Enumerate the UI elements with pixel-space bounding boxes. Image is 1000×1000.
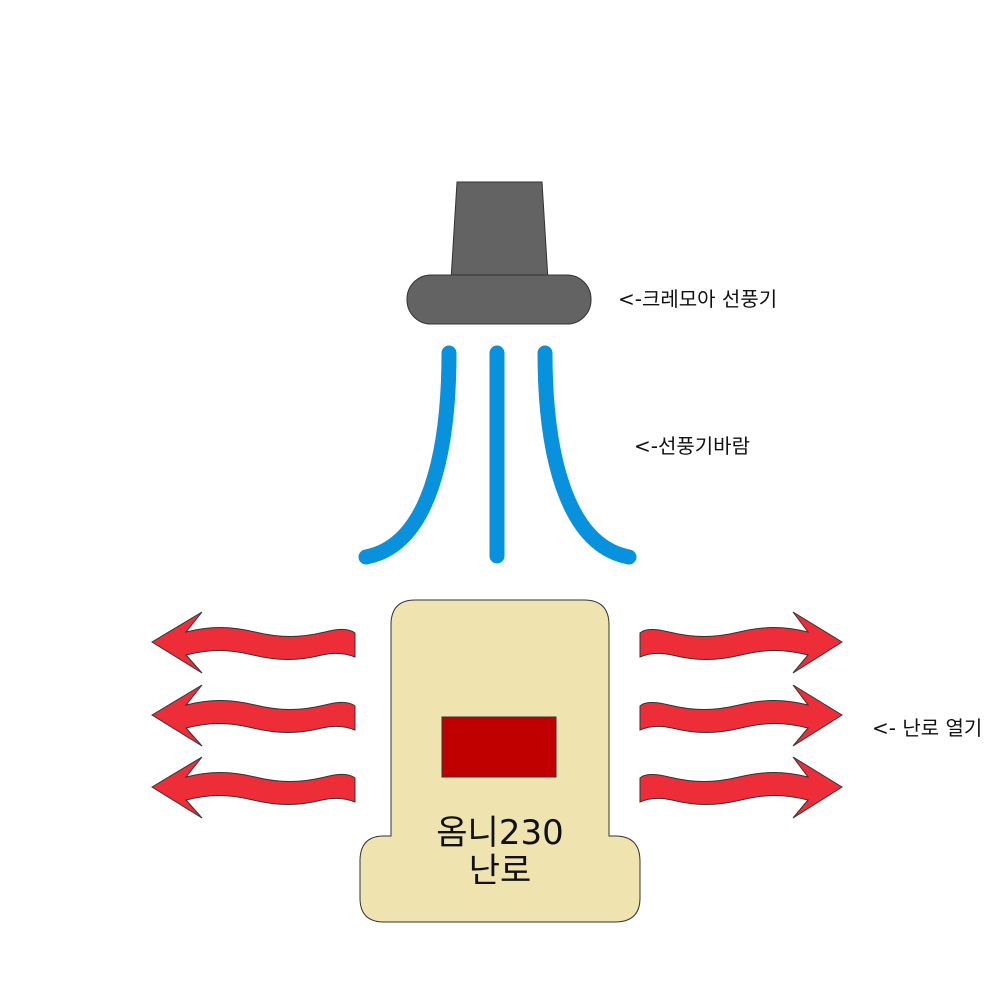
heater-name-line2: 난로 — [468, 851, 532, 891]
heat-arrow-right-3 — [639, 756, 843, 819]
fan-wind — [358, 345, 637, 565]
heat-label: <- 난로 열기 — [872, 716, 983, 740]
fan-label: <-크레모아 선풍기 — [618, 287, 778, 311]
fan-base — [406, 274, 592, 325]
heat-arrow-left-2 — [151, 684, 356, 747]
heater-name-line1: 옴니230 — [436, 813, 564, 853]
heat-arrow-left-3 — [151, 756, 356, 819]
heat-arrows-left — [151, 611, 356, 819]
fan — [406, 181, 592, 325]
heater-window — [441, 716, 557, 778]
heat-arrow-right-1 — [639, 611, 843, 674]
heater-name: 옴니230 난로 — [392, 814, 608, 890]
wind-label: <-선풍기바람 — [634, 434, 750, 458]
wind-stream-left — [358, 345, 457, 565]
wind-stream-right — [537, 345, 637, 565]
heat-arrow-right-2 — [639, 684, 843, 747]
heat-arrows-right — [639, 611, 843, 819]
fan-neck — [450, 181, 549, 281]
heater — [359, 599, 641, 923]
heat-arrow-left-1 — [151, 611, 356, 674]
